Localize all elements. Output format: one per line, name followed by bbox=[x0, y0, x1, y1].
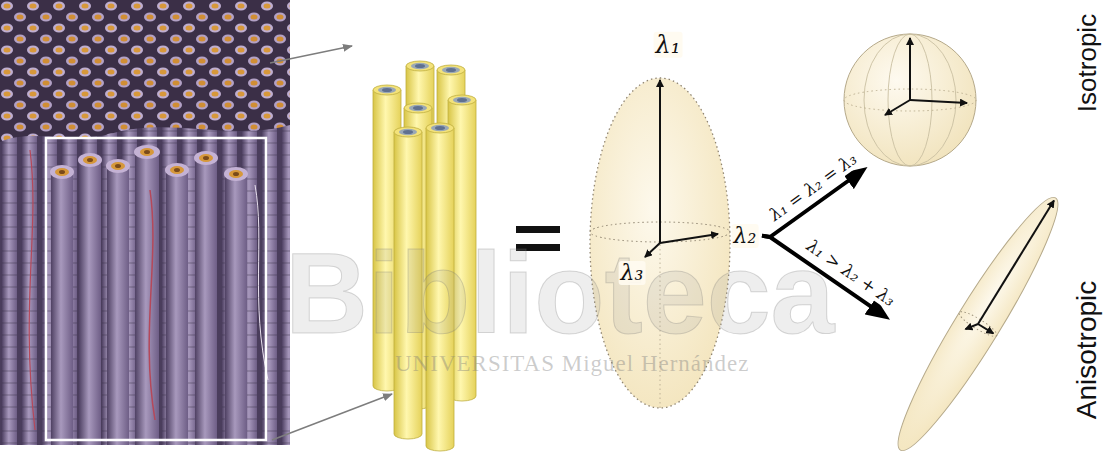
zoom-leader bbox=[272, 394, 392, 440]
zoom-frame bbox=[46, 138, 266, 440]
nerve-fiber bbox=[194, 151, 218, 445]
sphere-node: Isotropic bbox=[843, 33, 977, 167]
nerve-photo bbox=[0, 0, 290, 445]
zoom-leader bbox=[270, 46, 352, 63]
nerve-fiber bbox=[50, 165, 74, 445]
watermark-text: Biblioteca bbox=[285, 236, 835, 351]
nerve-fiber bbox=[78, 153, 102, 445]
ellipsoid-outline bbox=[590, 78, 730, 408]
axis-arrow bbox=[659, 80, 661, 243]
prolate-node-outline bbox=[890, 193, 1065, 451]
axis-arrow bbox=[910, 100, 967, 103]
axon-cylinder bbox=[426, 123, 454, 451]
sphere-outline bbox=[844, 34, 976, 166]
axis-arrow bbox=[660, 234, 718, 243]
blood-vessel bbox=[29, 150, 35, 430]
nerve-fiber bbox=[106, 159, 130, 445]
prolate-ellipsoid bbox=[882, 186, 1075, 453]
eigenvalue-label: λ₁ bbox=[654, 32, 683, 58]
ellipsoid-outline bbox=[882, 186, 1075, 453]
eigenvalue-label: λ₃ bbox=[619, 261, 646, 285]
equator-line bbox=[957, 308, 1000, 340]
axon-cylinder bbox=[394, 127, 422, 439]
nerve-fiber bbox=[165, 163, 189, 445]
axon-bundle bbox=[373, 61, 476, 451]
axis-arrow bbox=[909, 38, 911, 100]
blood-vessel bbox=[149, 190, 155, 420]
category-label: Isotropic bbox=[1073, 14, 1102, 112]
axis-arrow bbox=[965, 320, 978, 334]
category-label: Anisotropic bbox=[1072, 281, 1103, 420]
eigenvalue-label: λ₂ bbox=[732, 224, 759, 248]
prolate-node: Anisotropic bbox=[890, 193, 1065, 451]
nerve-fiber bbox=[134, 145, 160, 445]
axis-arrow bbox=[978, 200, 1054, 324]
sphere-node-outline bbox=[843, 33, 977, 167]
equals-symbol bbox=[516, 226, 560, 251]
fiber-ends bbox=[0, 0, 290, 142]
axis-arrow bbox=[885, 100, 910, 115]
nerve-fiber bbox=[224, 167, 248, 445]
ellipsoid-node-outline bbox=[590, 30, 762, 412]
axis-arrow bbox=[978, 324, 993, 333]
condition-label: λ₁ = λ₂ = λ₃ bbox=[763, 147, 862, 226]
condition-label: λ₁ > λ₂ + λ₃ bbox=[800, 235, 900, 312]
meridian-line bbox=[864, 34, 956, 166]
axis-arrow bbox=[645, 243, 660, 257]
ellipsoid-node: λ₁ λ₂ λ₃ bbox=[590, 30, 762, 412]
